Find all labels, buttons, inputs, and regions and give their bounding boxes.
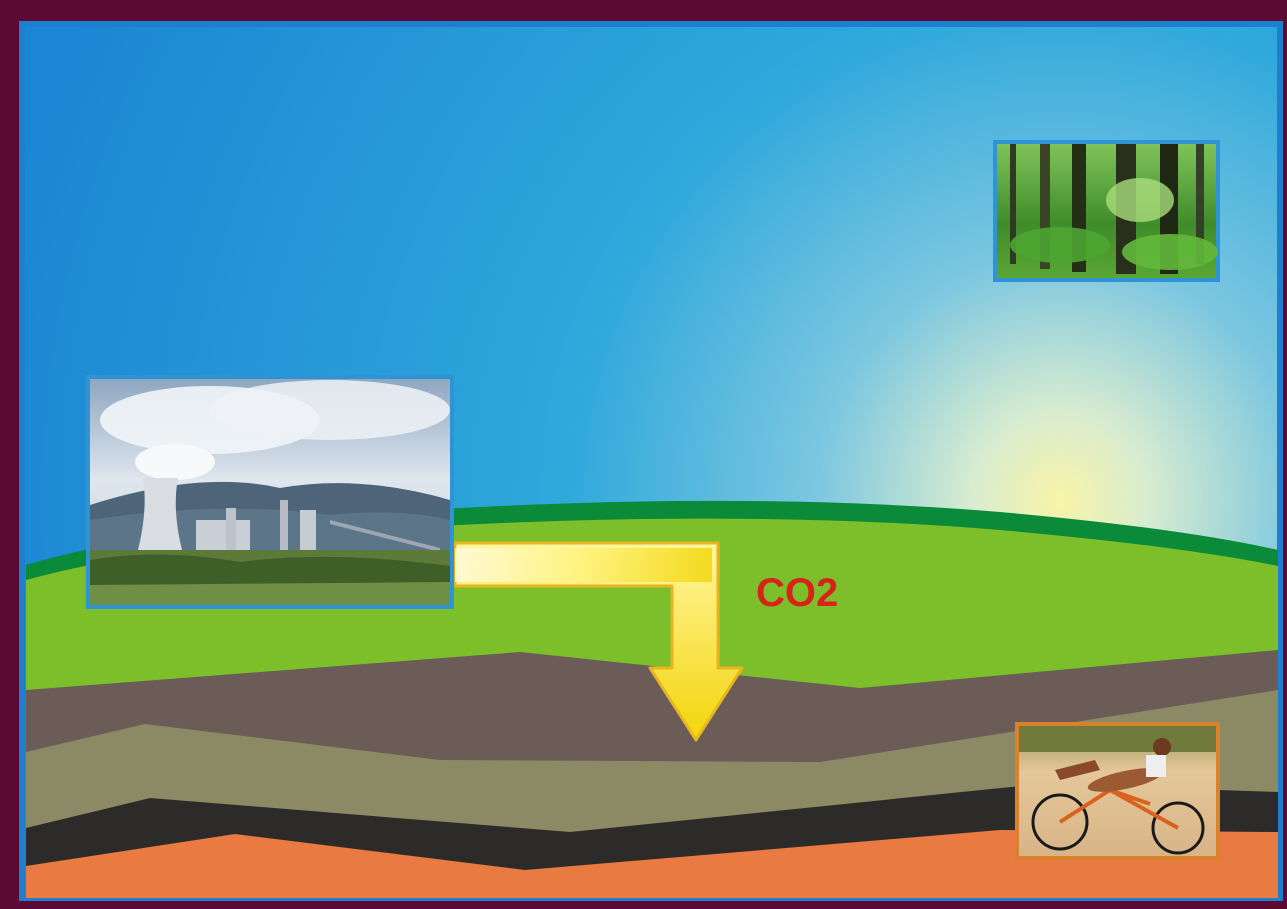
forest-photo: [993, 140, 1220, 282]
power-plant-photo: [86, 375, 454, 609]
rock-layer-orange: [26, 830, 1278, 898]
cyclist-photo: [1015, 722, 1220, 860]
down-arrow: [453, 541, 744, 742]
co2-label: CO2: [756, 571, 838, 615]
